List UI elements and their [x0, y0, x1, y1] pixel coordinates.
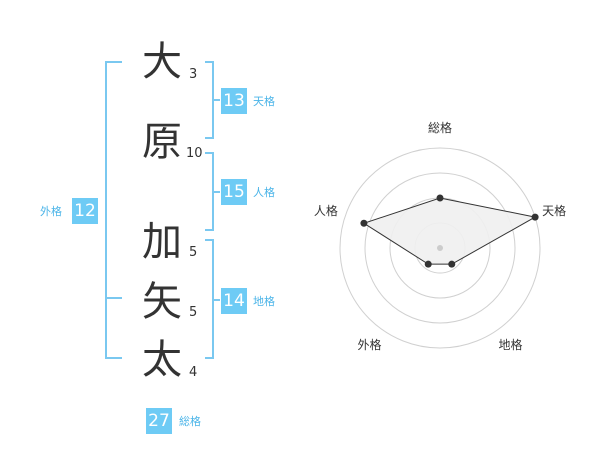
- radar-axis-label-4: 外格: [357, 337, 381, 352]
- radar-axis-label-3: 地格: [499, 337, 523, 352]
- radar-ring-4: [339, 147, 541, 349]
- radar-ring-3: [364, 172, 516, 324]
- jinkaku-badge: 15: [221, 179, 247, 205]
- radar-point-1: [436, 194, 444, 202]
- stroke-count-2: 10: [186, 146, 203, 161]
- kanji-4: 矢: [142, 279, 182, 325]
- kanji-5: 太: [142, 337, 182, 383]
- stroke-count-3: 5: [189, 245, 198, 260]
- radar-axis-label-1: 総格: [428, 120, 452, 135]
- kanji-2: 原: [142, 119, 182, 165]
- radar-point-2: [531, 213, 539, 221]
- gaikaku-label: 外格: [40, 205, 62, 218]
- radar-point-3: [448, 260, 456, 268]
- stroke-count-1: 3: [189, 67, 198, 82]
- stroke-count-4: 5: [189, 305, 198, 320]
- outer-bracket: [105, 61, 122, 359]
- radar-point-4: [424, 260, 432, 268]
- radar-axis-label-2: 天格: [542, 203, 566, 218]
- kanji-1: 大: [142, 39, 182, 85]
- radar-center-dot: [437, 245, 443, 251]
- jinkaku-label: 人格: [253, 186, 275, 199]
- gaikaku-badge: 12: [72, 198, 98, 224]
- chikaku-badge: 14: [221, 288, 247, 314]
- soukaku-badge: 27: [146, 408, 172, 434]
- kanji-3: 加: [142, 219, 182, 265]
- tenkaku-label: 天格: [253, 95, 275, 108]
- stroke-count-5: 4: [189, 365, 198, 380]
- radar-point-5: [360, 219, 368, 227]
- chikaku-label: 地格: [253, 295, 275, 308]
- radar-axis-label-5: 人格: [314, 203, 338, 218]
- tenkaku-badge: 13: [221, 88, 247, 114]
- soukaku-label: 総格: [179, 415, 201, 428]
- radar-polygon: [362, 197, 537, 265]
